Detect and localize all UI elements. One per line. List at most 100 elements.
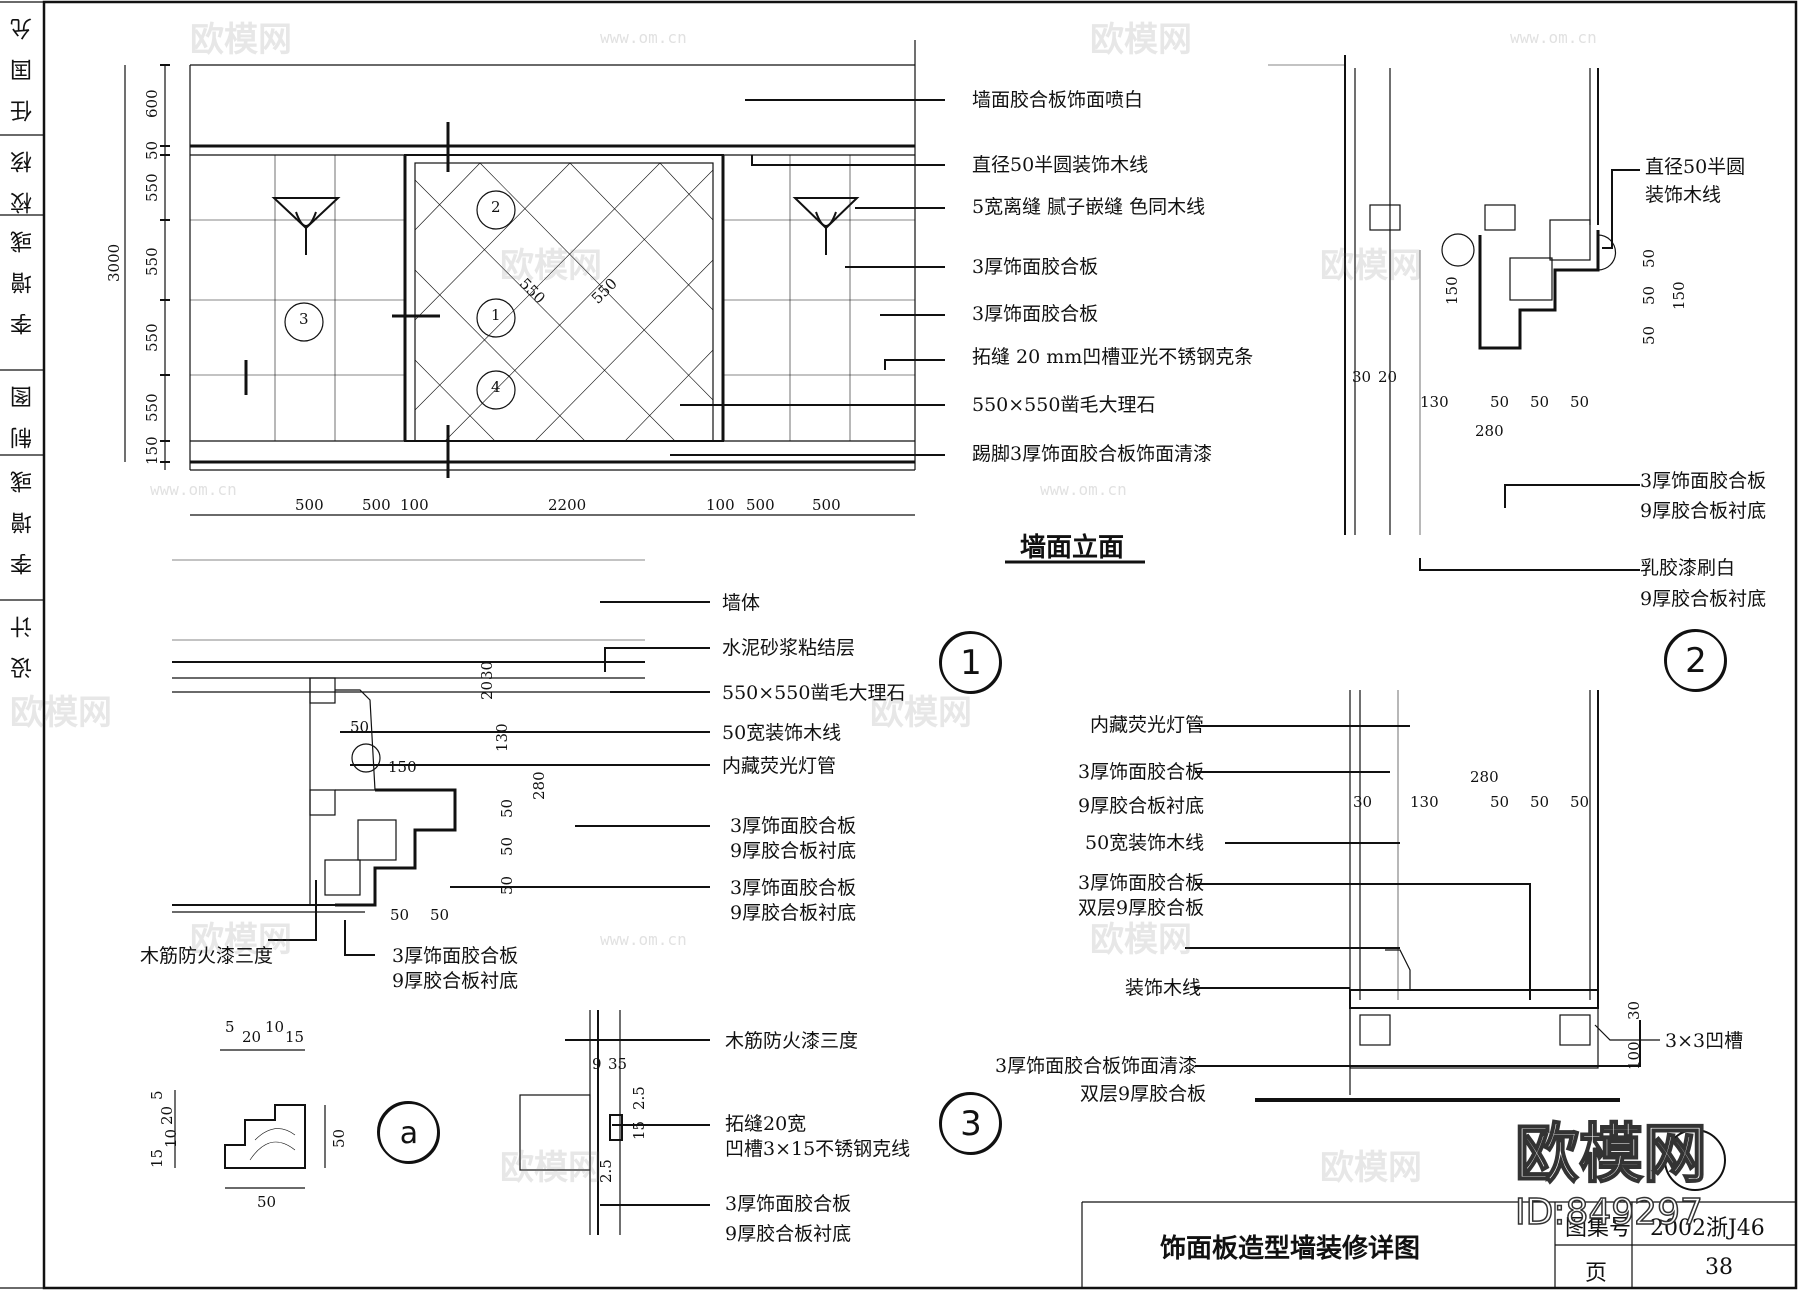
d4-note-3: 9厚胶合板衬底 [1078, 795, 1205, 817]
d2-dim-130: 130 [1420, 393, 1449, 411]
d3-dim-15: 15 [630, 1120, 648, 1140]
d4-note-1: 内藏荧光灯管 [1090, 714, 1205, 736]
d2-dim-50b: 50 [1530, 393, 1550, 411]
d1-note-12: 9厚胶合板衬底 [392, 970, 519, 992]
d3-dim-2-5b: 2.5 [597, 1159, 615, 1183]
d1-dim-130: 130 [493, 723, 511, 752]
d4-dim-50b: 50 [1530, 793, 1550, 811]
elev-wdim-7: 500 [812, 496, 841, 514]
elev-wdim-2: 500 [362, 496, 391, 514]
d2-dim-20: 20 [1378, 368, 1398, 386]
d2-note-5: 乳胶漆刷白 [1640, 557, 1736, 579]
detail2-marker: 2 [1665, 630, 1727, 692]
d2-note-3: 3厚饰面胶合板 [1640, 470, 1767, 492]
d1-note-7: 9厚胶合板衬底 [730, 840, 857, 862]
d4-note-9: 双层9厚胶合板 [1080, 1083, 1207, 1105]
d2-note-6: 9厚胶合板衬底 [1640, 588, 1767, 610]
d3-note-2: 拓缝20宽 [725, 1113, 807, 1135]
d2-dim-50c: 50 [1570, 393, 1590, 411]
side-drafter-label: 制 图 [11, 380, 36, 449]
d1-note-8: 3厚饰面胶合板 [730, 877, 857, 899]
d4-note-4: 50宽装饰木线 [1085, 832, 1205, 854]
elevation-title: 墙面立面 [1020, 533, 1125, 563]
da-left-5: 5 [148, 1090, 166, 1100]
elev-mark-3: 3 [299, 310, 309, 328]
d2-dim-50f: 50 [1640, 325, 1658, 345]
d2-note-4: 9厚胶合板衬底 [1640, 500, 1767, 522]
d4-dim-50c: 50 [1570, 793, 1590, 811]
elev-hdim-550b: 550 [143, 247, 161, 276]
d1-dim-50e: 50 [430, 906, 450, 924]
elev-note-7: 550×550凿毛大理石 [972, 394, 1156, 416]
elev-wdim-6: 500 [746, 496, 775, 514]
d1-dim-30: 30 [478, 660, 496, 680]
d1-note-4: 50宽装饰木线 [722, 722, 842, 744]
elev-hdim-550c: 550 [143, 323, 161, 352]
d4-note-8: 3厚饰面胶合板饰面清漆 [995, 1055, 1198, 1077]
page-label: 页 [1585, 1261, 1608, 1286]
elev-hdim-150: 150 [143, 436, 161, 465]
d1-dim-50f: 50 [350, 718, 370, 736]
d1-dim-50a: 50 [498, 798, 516, 818]
drawing-title: 饰面板造型墙装修详图 [1160, 1234, 1421, 1264]
d1-note-2: 水泥砂浆粘结层 [722, 637, 856, 659]
d2-dim-50e: 50 [1640, 285, 1658, 305]
elev-note-6: 拓缝 20 mm凹槽亚光不锈钢克条 [972, 346, 1254, 368]
elev-hdim-600: 600 [143, 89, 161, 118]
d1-note-9: 9厚胶合板衬底 [730, 902, 857, 924]
elev-wdim-5: 100 [706, 496, 735, 514]
d4-dim-30: 30 [1353, 793, 1373, 811]
d2-dim-50a: 50 [1490, 393, 1510, 411]
d1-note-3: 550×550凿毛大理石 [722, 682, 906, 704]
d4-note-10: 3×3凹槽 [1665, 1030, 1744, 1052]
atlas-label: 图集号 [1565, 1216, 1632, 1241]
da-top-20: 20 [242, 1028, 262, 1046]
elev-note-5: 3厚饰面胶合板 [972, 303, 1099, 325]
elev-total-height: 3000 [105, 243, 123, 282]
elev-mark-1: 1 [491, 306, 501, 324]
elev-mark-2: 2 [491, 198, 501, 216]
elev-note-1: 墙面胶合板饰面喷白 [972, 89, 1144, 111]
elev-wdim-4: 2200 [548, 496, 587, 514]
da-height-50: 50 [330, 1128, 348, 1148]
detail-a-marker: a [378, 1102, 440, 1164]
watermark-logo: 欧模网 [1514, 1117, 1708, 1193]
da-top-5: 5 [225, 1018, 235, 1036]
elev-wdim-1: 500 [295, 496, 324, 514]
side-designer-label: 设 计 [11, 610, 36, 679]
elev-note-4: 3厚饰面胶合板 [972, 256, 1099, 278]
d1-dim-50b: 50 [498, 836, 516, 856]
d3-dim-35: 35 [608, 1055, 628, 1073]
d3-note-1: 木筋防火漆三度 [725, 1030, 859, 1052]
d4-note-2: 3厚饰面胶合板 [1078, 761, 1205, 783]
d2-note-1: 直径50半圆 [1645, 156, 1746, 178]
detail3-marker: 3 [940, 1093, 1002, 1155]
d2-dim-280: 280 [1475, 422, 1504, 440]
d2-dim-50d: 50 [1640, 248, 1658, 268]
elev-hdim-550d: 550 [143, 393, 161, 422]
elev-hdim-50: 50 [143, 140, 161, 160]
elev-hdim-550a: 550 [143, 173, 161, 202]
side-checker-label: 校 核 [11, 145, 36, 214]
watermark-id: ID:849297 [1514, 1191, 1703, 1234]
d1-dim-280: 280 [530, 771, 548, 800]
d3-dim-9: 9 [592, 1055, 602, 1073]
da-left-20: 20 [158, 1105, 176, 1125]
da-left-15: 15 [148, 1148, 166, 1168]
da-top-15: 15 [285, 1028, 305, 1046]
d3-dim-2-5a: 2.5 [630, 1086, 648, 1110]
elev-note-8: 踢脚3厚饰面胶合板饰面清漆 [972, 443, 1213, 465]
d1-dim-20: 20 [478, 680, 496, 700]
d3-note-4: 3厚饰面胶合板 [725, 1193, 852, 1215]
d4-dim-50a: 50 [1490, 793, 1510, 811]
page-number: 38 [1705, 1255, 1733, 1280]
d1-note-1: 墙体 [722, 592, 761, 614]
d3-note-5: 9厚胶合板衬底 [725, 1223, 852, 1245]
detail1-marker: 1 [940, 632, 1002, 694]
d4-note-7: 装饰木线 [1125, 977, 1202, 999]
d4-note-5: 3厚饰面胶合板 [1078, 872, 1205, 894]
d4-dim-130: 130 [1410, 793, 1439, 811]
d2-note-2: 装饰木线 [1645, 184, 1722, 206]
